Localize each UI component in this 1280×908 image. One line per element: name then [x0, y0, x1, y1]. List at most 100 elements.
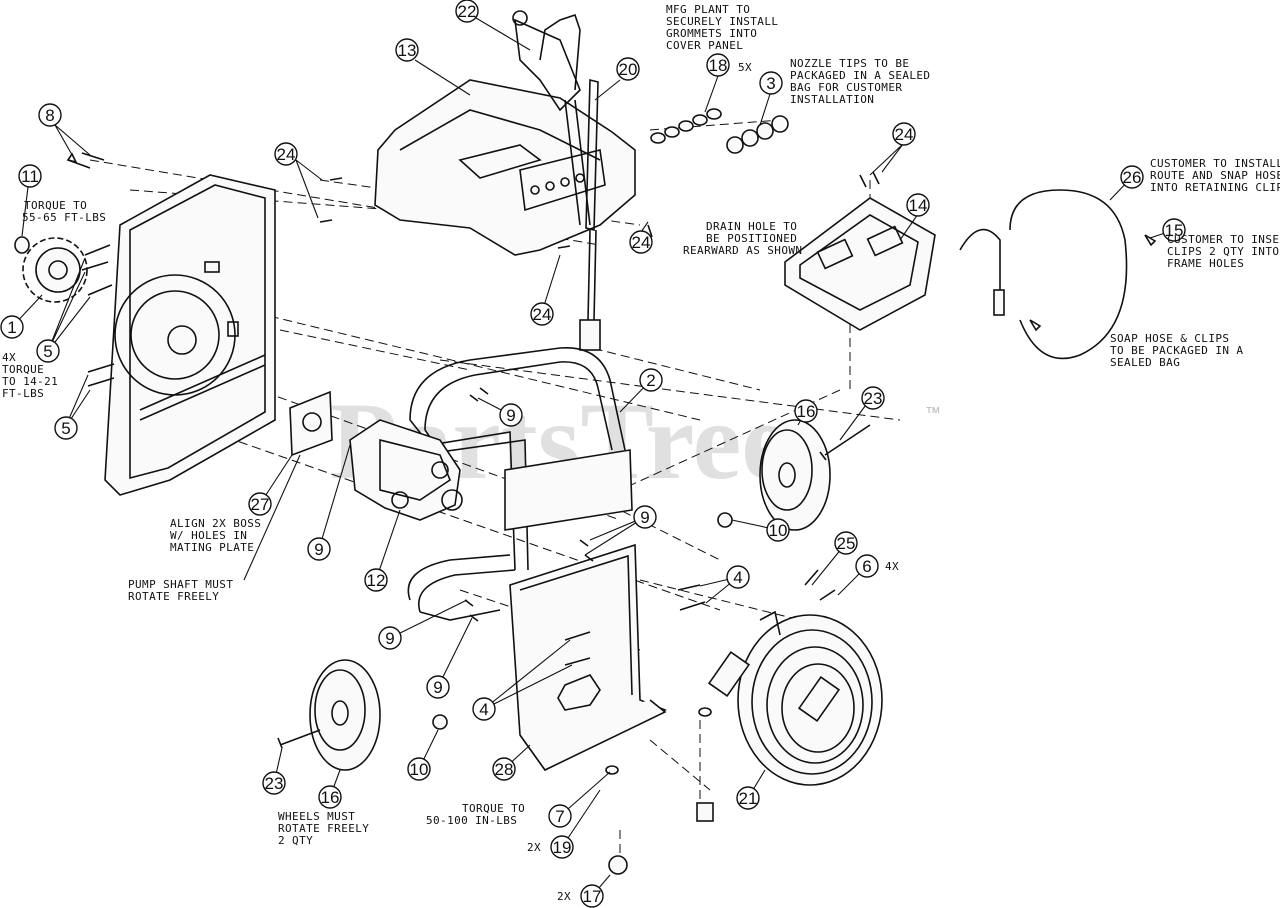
note-torque-frame: TORQUE TO 50-100 IN-LBS: [426, 802, 525, 827]
callout-number: 25: [837, 534, 856, 553]
callout-number: 17: [583, 887, 602, 906]
callout-number: 16: [797, 402, 816, 421]
callout-5: 5: [54, 416, 78, 440]
note-pump-shaft: PUMP SHAFT MUST ROTATE FREELY: [128, 578, 233, 603]
callout-circle: [706, 53, 730, 77]
callout-number: 27: [251, 495, 270, 514]
callout-number: 21: [739, 789, 758, 808]
note-align-boss: ALIGN 2X BOSS W/ HOLES IN MATING PLATE: [170, 517, 261, 554]
callout-number: 26: [1123, 168, 1142, 187]
callout-14: 14: [906, 193, 930, 217]
callout-circle: [892, 122, 916, 146]
bolts-5: [81, 244, 115, 387]
pump: [349, 419, 463, 521]
note-line: INTO RETAINING CLIPS: [1150, 181, 1280, 194]
note-drain-hole: DRAIN HOLE TO BE POSITIONED REARWARD AS …: [683, 220, 802, 257]
callout-circle: [906, 193, 930, 217]
callout-circle: [736, 786, 760, 810]
callout-circle: [407, 757, 431, 781]
note-line: BE POSITIONED: [706, 232, 797, 245]
qty-17: 2X: [557, 890, 571, 903]
callout-25: 25: [834, 531, 858, 555]
callout-6: 6: [855, 554, 879, 578]
callout-16: 16: [318, 785, 342, 809]
callout-23: 23: [262, 771, 286, 795]
callout-number: 24: [632, 233, 651, 252]
note-line: ROTATE FREELY: [278, 822, 369, 835]
base-plate: [509, 543, 667, 772]
wheel-left: [309, 659, 381, 771]
axle-bolt-left: [277, 729, 321, 749]
callout-10: 10: [407, 757, 431, 781]
callout-9: 9: [378, 626, 402, 650]
callout-number: 11: [21, 167, 39, 186]
note-line: TO BE PACKAGED IN A: [1110, 344, 1243, 357]
callout-number: 7: [555, 807, 564, 826]
callout-circle: [0, 315, 24, 339]
callout-circle: [726, 565, 750, 589]
note-line: MFG PLANT TO: [666, 3, 750, 16]
callout-circle: [274, 142, 298, 166]
accessory-tray: [784, 197, 936, 331]
callout-number: 24: [895, 125, 914, 144]
callout-21: 21: [736, 786, 760, 810]
callout-3: 3: [759, 71, 783, 95]
pump-mount-plate: [289, 390, 333, 457]
callout-circle: [530, 302, 554, 326]
callout-24: 24: [629, 230, 653, 254]
spray-gun: [512, 10, 591, 226]
callout-circle: [364, 568, 388, 592]
callout-circle: [766, 518, 790, 542]
callout-number: 28: [495, 760, 514, 779]
callout-number: 4: [733, 568, 742, 587]
note-line: 55-65 FT-LBS: [22, 211, 106, 224]
note-line: TO 14-21: [2, 375, 58, 388]
note-line: W/ HOLES IN: [170, 529, 247, 542]
callout-19: 19: [550, 835, 574, 859]
callout-circle: [378, 626, 402, 650]
callout-circle: [639, 368, 663, 392]
callout-number: 5: [61, 419, 70, 438]
callout-number: 13: [398, 41, 417, 60]
watermark-trademark: ™: [925, 405, 941, 422]
callout-circle: [54, 416, 78, 440]
callout-number: 10: [410, 760, 429, 779]
callout-number: 16: [321, 788, 340, 807]
callout-13: 13: [395, 38, 419, 62]
handle-frame: [407, 347, 633, 621]
sprocket: [22, 237, 88, 303]
callout-circle: [855, 554, 879, 578]
callout-4: 4: [726, 565, 750, 589]
callout-circle: [426, 675, 450, 699]
callout-number: 9: [506, 406, 515, 425]
callout-26: 26: [1120, 165, 1144, 189]
note-line: WHEELS MUST: [278, 810, 355, 823]
qty-6: 4X: [885, 560, 899, 573]
note-line: TORQUE TO: [462, 802, 525, 815]
callout-12: 12: [364, 568, 388, 592]
engine-mounting-plate: [104, 174, 276, 496]
note-line: INSTALLATION: [790, 93, 874, 106]
note-line: TORQUE: [2, 363, 44, 376]
bolts-8: [66, 152, 105, 169]
callout-number: 9: [314, 540, 323, 559]
note-torque-11: TORQUE TO 55-65 FT-LBS: [22, 199, 106, 224]
callout-number: 5: [43, 342, 52, 361]
callout-circle: [616, 57, 640, 81]
callout-circle: [499, 403, 523, 427]
callout-24: 24: [892, 122, 916, 146]
callout-circle: [307, 537, 331, 561]
callout-circle: [834, 531, 858, 555]
note-line: FRAME HOLES: [1167, 257, 1244, 270]
callout-8: 8: [38, 103, 62, 127]
callout-9: 9: [426, 675, 450, 699]
note-line: COVER PANEL: [666, 39, 743, 52]
wand: [579, 78, 601, 351]
note-line: CUSTOMER TO INSTALL,: [1150, 157, 1280, 170]
note-line: ROTATE FREELY: [128, 590, 219, 603]
callout-16: 16: [794, 399, 818, 423]
callout-18: 18: [706, 53, 730, 77]
note-line: 50-100 IN-LBS: [426, 814, 517, 827]
callout-circle: [548, 804, 572, 828]
